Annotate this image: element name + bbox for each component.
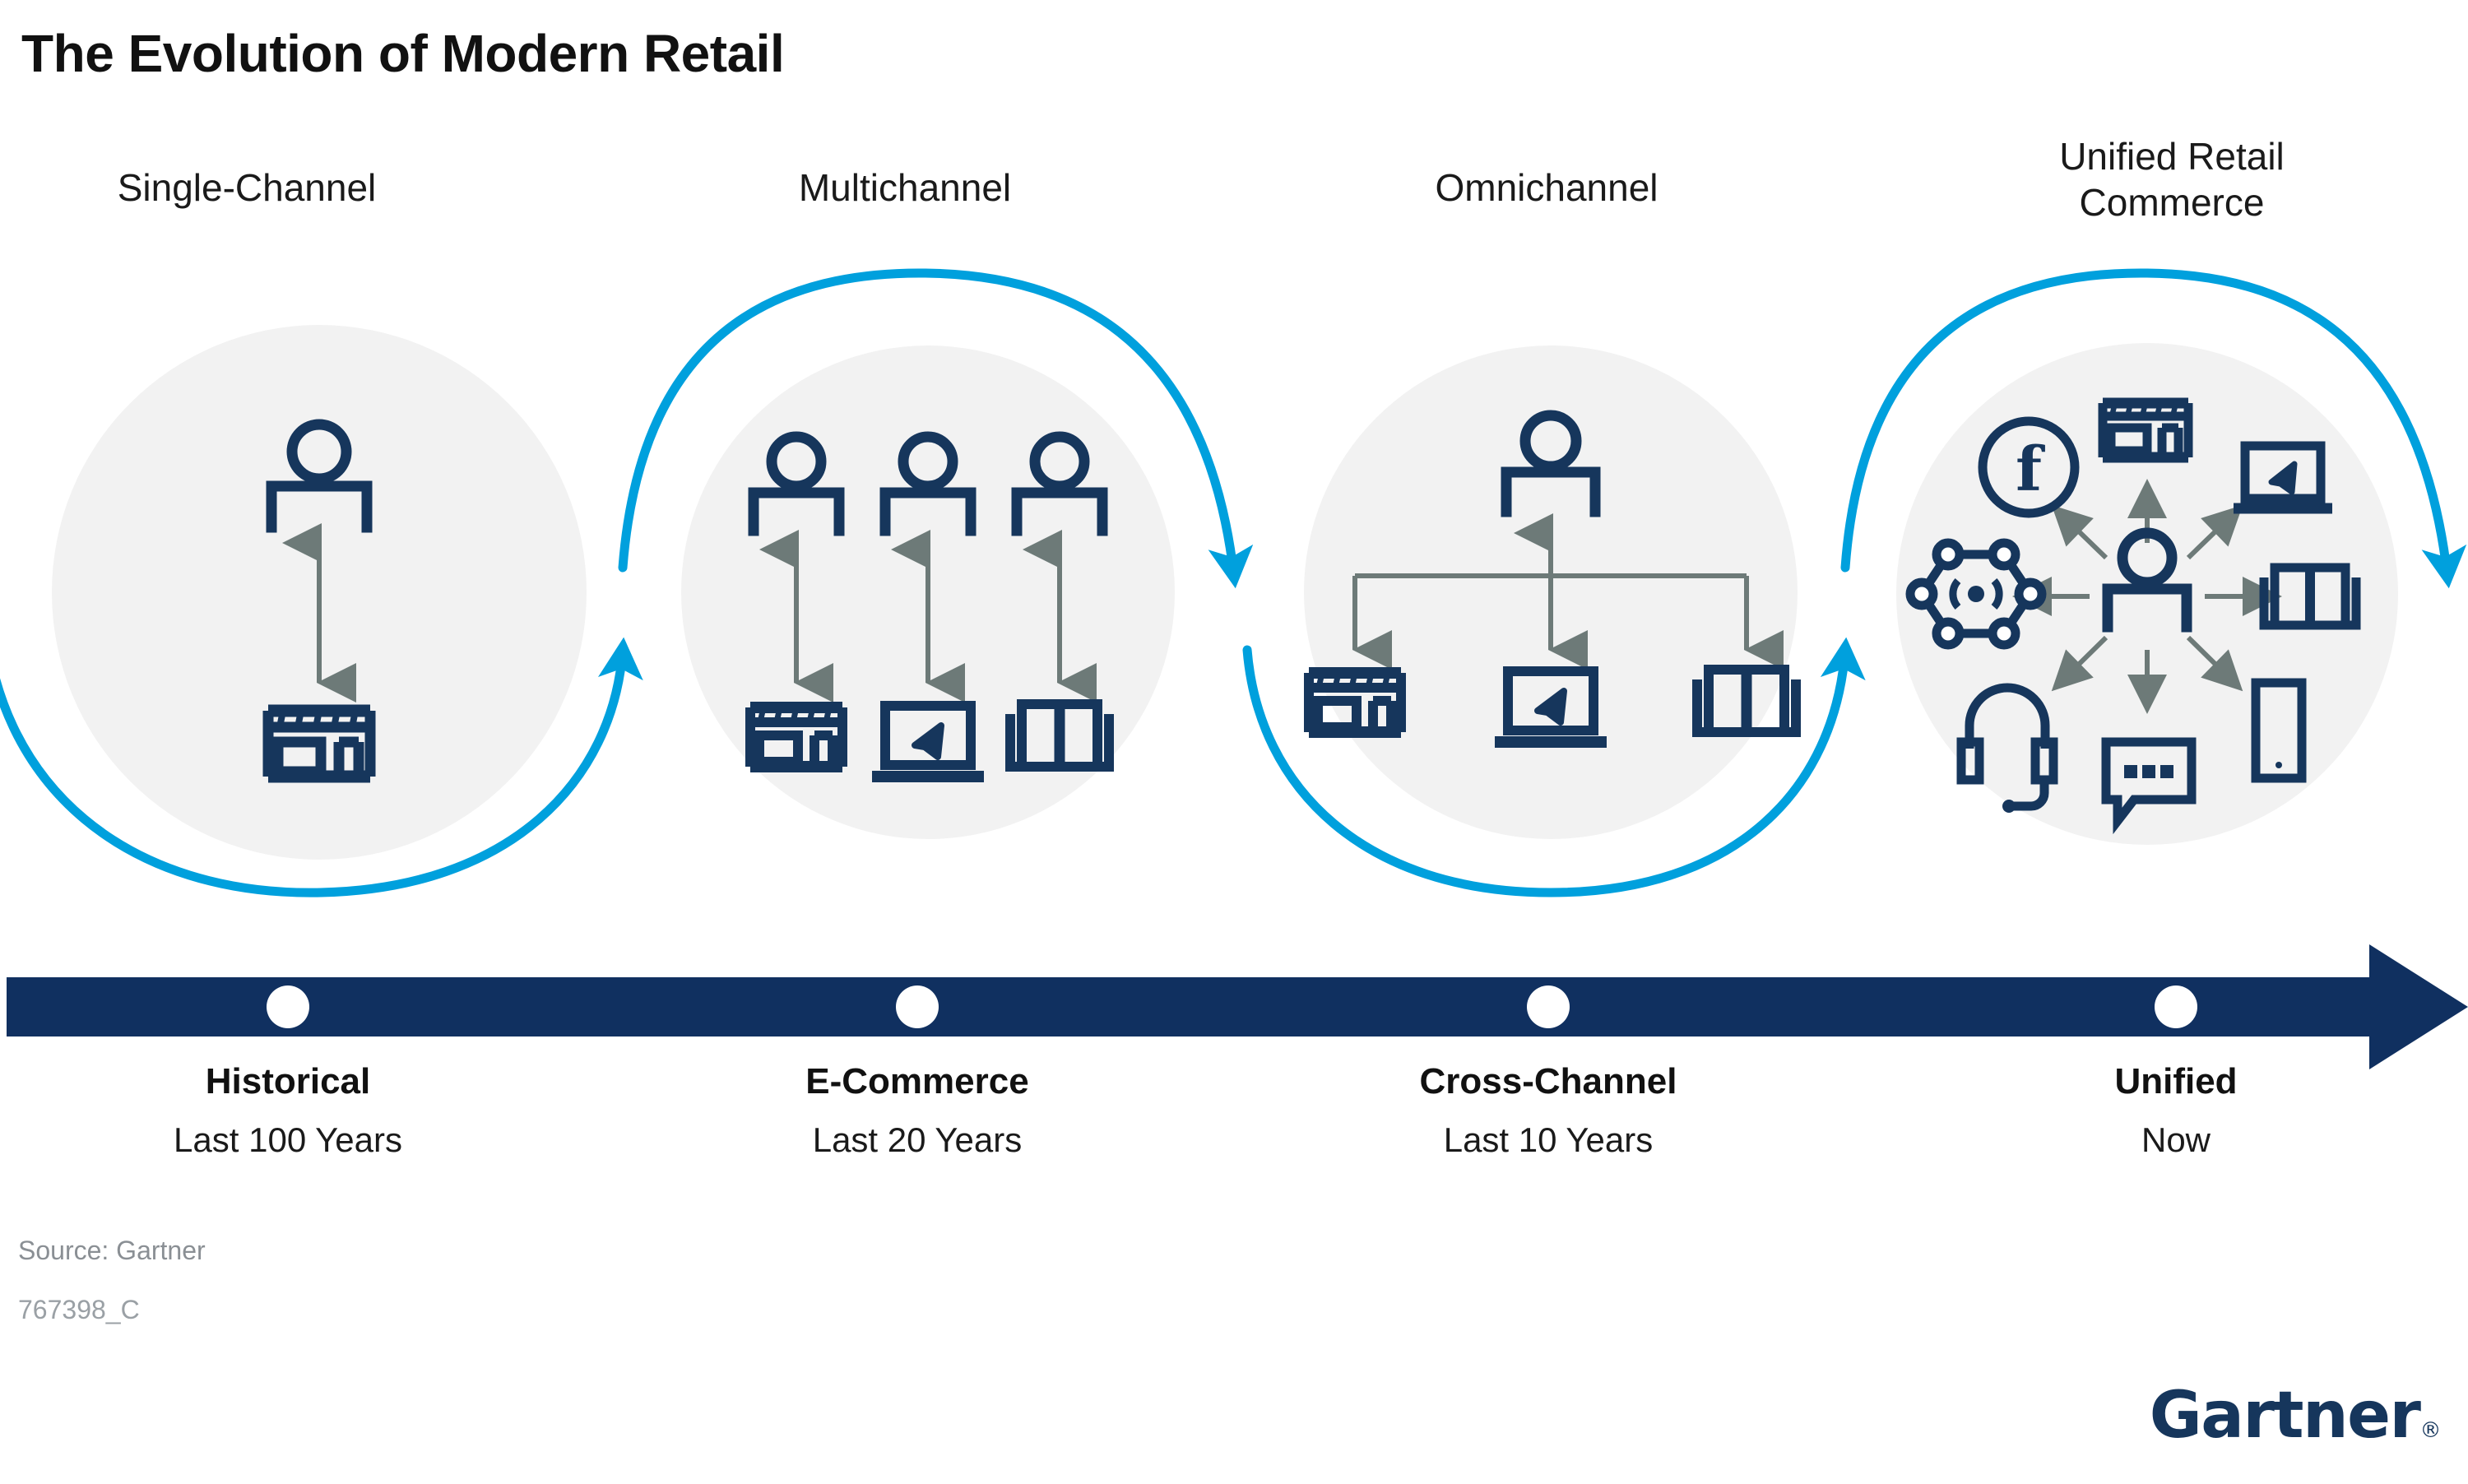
timeline-milestone-dot — [267, 985, 309, 1028]
radial-arrow-up-right — [2186, 504, 2243, 560]
facebook-icon: f — [1978, 416, 2080, 518]
timeline-title-cross-channel: Cross-Channel — [1419, 1061, 1677, 1101]
stage-group-single-channel — [52, 325, 587, 860]
catalog-book-icon — [1005, 699, 1114, 772]
radial-arrow-down-left — [2051, 635, 2108, 692]
headset-icon — [1956, 683, 2058, 813]
radial-arrow-up-left — [2051, 504, 2108, 560]
stage-group-multichannel — [681, 345, 1175, 839]
timeline-arrow-bar — [7, 944, 2468, 1069]
store-icon — [745, 702, 847, 772]
store-icon — [262, 704, 376, 783]
stage-label-line-1: Unified Retail — [2059, 135, 2285, 178]
person-icon — [2102, 527, 2192, 633]
timeline-title-ecommerce: E-Commerce — [805, 1061, 1029, 1101]
gartner-logo: Gartner® — [2149, 1379, 2442, 1453]
person-icon — [1011, 431, 1108, 536]
person-icon — [1501, 410, 1601, 517]
arc-historical-to-ecommerce — [0, 637, 643, 897]
person-icon — [879, 431, 977, 536]
timeline-milestone-dot — [896, 985, 939, 1028]
gartner-logo-text: Gartner — [2149, 1379, 2421, 1453]
stage-label-line-2: Commerce — [2079, 181, 2265, 225]
timeline-subtitle-unified: Now — [2141, 1120, 2211, 1159]
arc-crosschannel-to-unified — [1840, 268, 2467, 589]
stage-label-unified-retail-commerce: Unified Retail Commerce — [1941, 133, 2402, 225]
timeline-subtitle-ecommerce: Last 20 Years — [812, 1120, 1023, 1159]
timeline-title-unified: Unified — [2114, 1061, 2238, 1101]
catalog-book-icon — [2259, 563, 2361, 630]
laptop-icon — [2234, 441, 2332, 514]
timeline-title-historical: Historical — [205, 1061, 371, 1101]
stage-group-omnichannel — [1304, 345, 1801, 839]
flow-connector-arcs — [0, 268, 2467, 897]
chat-bubble-icon — [2101, 737, 2197, 835]
stage-label-multichannel: Multichannel — [798, 166, 1012, 209]
stage-label-omnichannel: Omnichannel — [1435, 166, 1658, 209]
person-icon — [748, 431, 845, 536]
arc-ecommerce-over — [618, 268, 1254, 589]
laptop-icon — [872, 701, 984, 782]
timeline-subtitle-historical: Last 100 Years — [174, 1120, 402, 1159]
page-title: The Evolution of Modern Retail — [21, 24, 785, 83]
laptop-icon — [1495, 666, 1607, 748]
timeline-milestone-dot — [2155, 985, 2197, 1028]
timeline-subtitle-cross-channel: Last 10 Years — [1443, 1120, 1654, 1159]
arc-ecommerce-to-crosschannel — [1242, 637, 1866, 897]
radial-arrow-down-right — [2186, 635, 2243, 692]
document-code: 767398_C — [18, 1295, 140, 1324]
person-icon — [266, 419, 373, 533]
timeline-milestone-dot — [1527, 985, 1570, 1028]
catalog-book-icon — [1692, 665, 1801, 737]
stage-group-unified-retail-commerce: f — [1896, 343, 2398, 845]
store-icon — [1304, 667, 1406, 738]
stage-label-single-channel: Single-Channel — [117, 166, 377, 209]
timeline — [7, 944, 2468, 1069]
mobile-phone-icon — [2251, 678, 2307, 783]
iot-network-icon — [1905, 538, 2047, 650]
registered-mark: ® — [2419, 1418, 2442, 1443]
source-note: Source: Gartner — [18, 1236, 206, 1265]
svg-text:f: f — [2016, 434, 2045, 505]
store-icon — [2098, 397, 2193, 463]
